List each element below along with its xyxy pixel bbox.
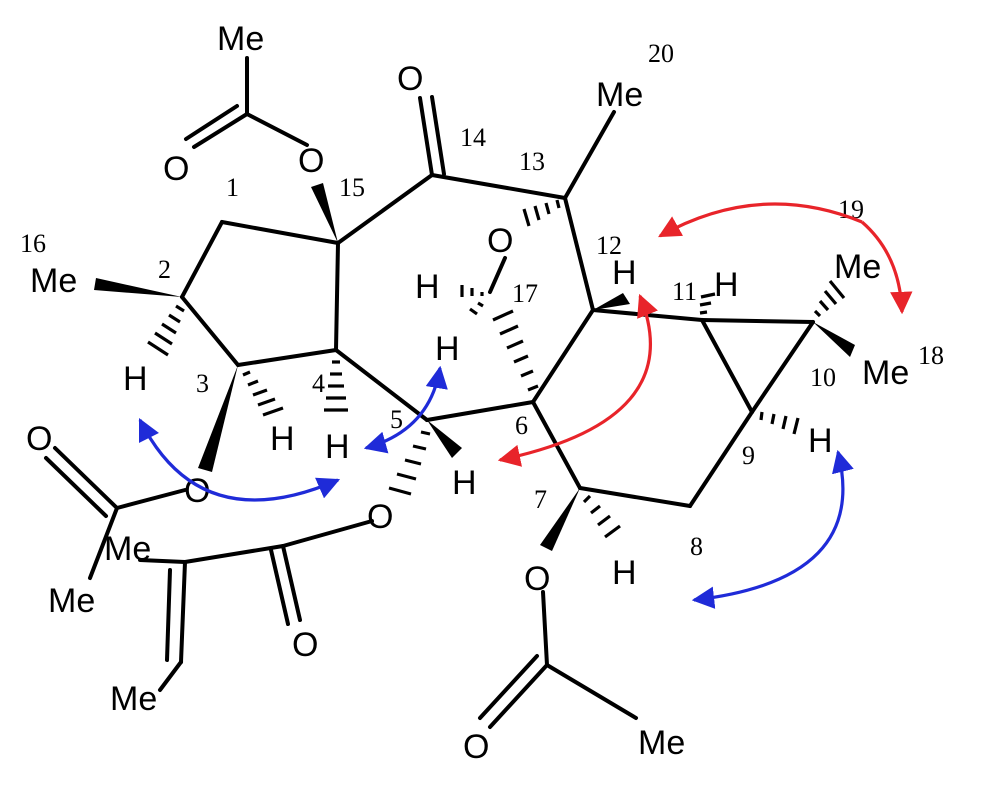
carbon-number-17: 17 [512, 279, 538, 308]
atom-h-5: H [452, 464, 477, 502]
carbon-number-12: 12 [596, 231, 622, 260]
atom-me-16: Me [30, 262, 77, 300]
bonds [44, 56, 815, 729]
atom-h-11: H [714, 266, 739, 304]
carbon-number-8: 8 [690, 532, 703, 561]
atom-o-15: O [298, 142, 324, 180]
noe-arrows-red [497, 202, 913, 467]
carbon-number-3: 3 [196, 369, 209, 398]
atom-me-acetyl-bottom: Me [638, 724, 685, 762]
atom-labels: Me Me O O O O Me H H H H H H H H Me Me H… [26, 20, 909, 766]
atom-h-3: H [270, 420, 295, 458]
atom-me-angelate-a: Me [104, 530, 151, 568]
atom-me-19: Me [834, 248, 881, 286]
atom-o-epoxy: O [487, 222, 513, 260]
atom-me-angelate-b: Me [48, 582, 95, 620]
carbon-number-10: 10 [810, 363, 836, 392]
atom-me-20: Me [596, 76, 643, 114]
atom-h-7: H [612, 554, 637, 592]
atom-h-4: H [325, 428, 350, 466]
carbon-number-13: 13 [519, 147, 545, 176]
carbon-number-11: 11 [672, 277, 697, 306]
carbon-number-6: 6 [515, 411, 528, 440]
noe-arrow-h17-to-h4 [363, 365, 448, 454]
atom-o-acetyl-bottom: O [463, 728, 489, 766]
atom-me-angelate-c: Me [110, 680, 157, 718]
carbon-number-4: 4 [312, 369, 325, 398]
carbon-number-14: 14 [460, 123, 486, 152]
carbon-number-15: 15 [339, 173, 365, 202]
carbon-number-16: 16 [20, 229, 46, 258]
noe-arrow-h12-to-h6 [497, 293, 658, 467]
atom-h-17a: H [415, 268, 440, 306]
atom-h-9: H [808, 422, 833, 460]
carbon-number-5: 5 [390, 405, 403, 434]
carbon-numbers: 1 2 3 4 5 6 7 8 9 10 11 12 13 14 15 16 1… [20, 39, 944, 561]
noe-arrows-blue [138, 365, 854, 609]
atom-o-ketone-14: O [397, 60, 423, 98]
noe-arrow-19-to-18 [860, 220, 913, 315]
atom-me-top-acetyl: Me [217, 20, 264, 58]
noe-arrow-h9-to-h8 [691, 449, 854, 609]
carbon-number-1: 1 [226, 173, 239, 202]
noe-arrow-19-to-12 [658, 202, 863, 238]
atom-o-angelate-carbonyl: O [292, 626, 318, 664]
atom-o-7: O [524, 560, 550, 598]
carbon-number-18: 18 [918, 341, 944, 370]
atom-h-2: H [123, 360, 148, 398]
carbon-number-7: 7 [534, 485, 547, 514]
atom-o-ester-left: O [26, 420, 52, 458]
noe-arrow-h2-to-h4 [138, 417, 341, 502]
carbon-number-9: 9 [742, 441, 755, 470]
atom-o-acetyl-top: O [163, 150, 189, 188]
carbon-number-20: 20 [648, 39, 674, 68]
atom-h-12: H [612, 254, 637, 292]
atom-me-18: Me [862, 354, 909, 392]
atom-o-5: O [367, 498, 393, 536]
atom-h-17b: H [435, 330, 460, 368]
carbon-number-2: 2 [158, 255, 171, 284]
